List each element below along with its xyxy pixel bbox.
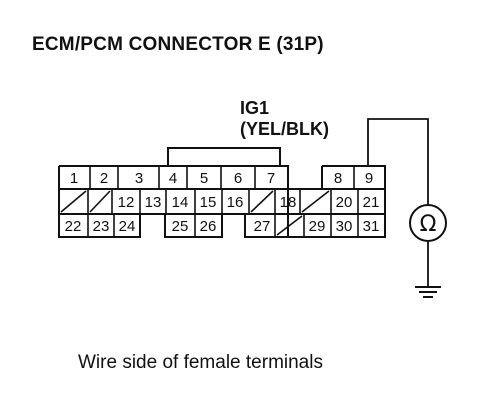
- cavity-28-blocked: [276, 215, 303, 236]
- pin-label: 4: [169, 170, 177, 187]
- pin-label: 16: [227, 194, 244, 211]
- pin-label: 27: [254, 218, 271, 235]
- cavity-11-blocked: [89, 190, 111, 213]
- pin-label: 24: [119, 218, 136, 235]
- pin-label: 22: [65, 218, 82, 235]
- cavity-10-blocked: [60, 190, 87, 213]
- pin-label: 30: [336, 218, 353, 235]
- pin-label: 15: [200, 194, 217, 211]
- ground-icon: [415, 286, 441, 298]
- connector-title: ECM/PCM CONNECTOR E (31P): [32, 34, 324, 55]
- connector-lock-tab: [167, 147, 281, 167]
- wire-name-label: IG1: [240, 98, 270, 118]
- cell-dividers: [87, 166, 359, 237]
- pin-label: 18: [280, 194, 297, 211]
- pin-label: 31: [363, 218, 380, 235]
- diagram-caption: Wire side of female terminals: [78, 352, 323, 373]
- pin-label: 25: [172, 218, 189, 235]
- pin-label: 1: [70, 170, 78, 187]
- pin-label: 3: [135, 170, 143, 187]
- pin-label: 21: [363, 194, 380, 211]
- pin-label: 14: [172, 194, 189, 211]
- blocked-cavities: [60, 190, 330, 236]
- cavity-19-blocked: [301, 190, 330, 213]
- pin-label-ig1: 9: [365, 170, 373, 187]
- ohm-symbol: Ω: [420, 212, 437, 237]
- pin-label: 29: [309, 218, 326, 235]
- pin-label: 20: [336, 194, 353, 211]
- pin-label: 7: [267, 170, 275, 187]
- pin-label: 8: [334, 170, 342, 187]
- wire-color-label: (YEL/BLK): [240, 119, 329, 139]
- pin-labels: 1 2 3 4 5 6 7 8 9 12 13 14 15 16 18 20 2…: [65, 170, 380, 235]
- ohmmeter-icon: Ω: [409, 204, 447, 242]
- pin-label: 6: [234, 170, 242, 187]
- pin-label: 13: [145, 194, 162, 211]
- pin-label: 23: [93, 218, 110, 235]
- pin-label: 2: [100, 170, 108, 187]
- pin-label: 12: [118, 194, 135, 211]
- probe-wire: [367, 118, 429, 205]
- pin-label: 5: [200, 170, 208, 187]
- cavity-17-blocked: [250, 190, 274, 213]
- pin-label: 26: [200, 218, 217, 235]
